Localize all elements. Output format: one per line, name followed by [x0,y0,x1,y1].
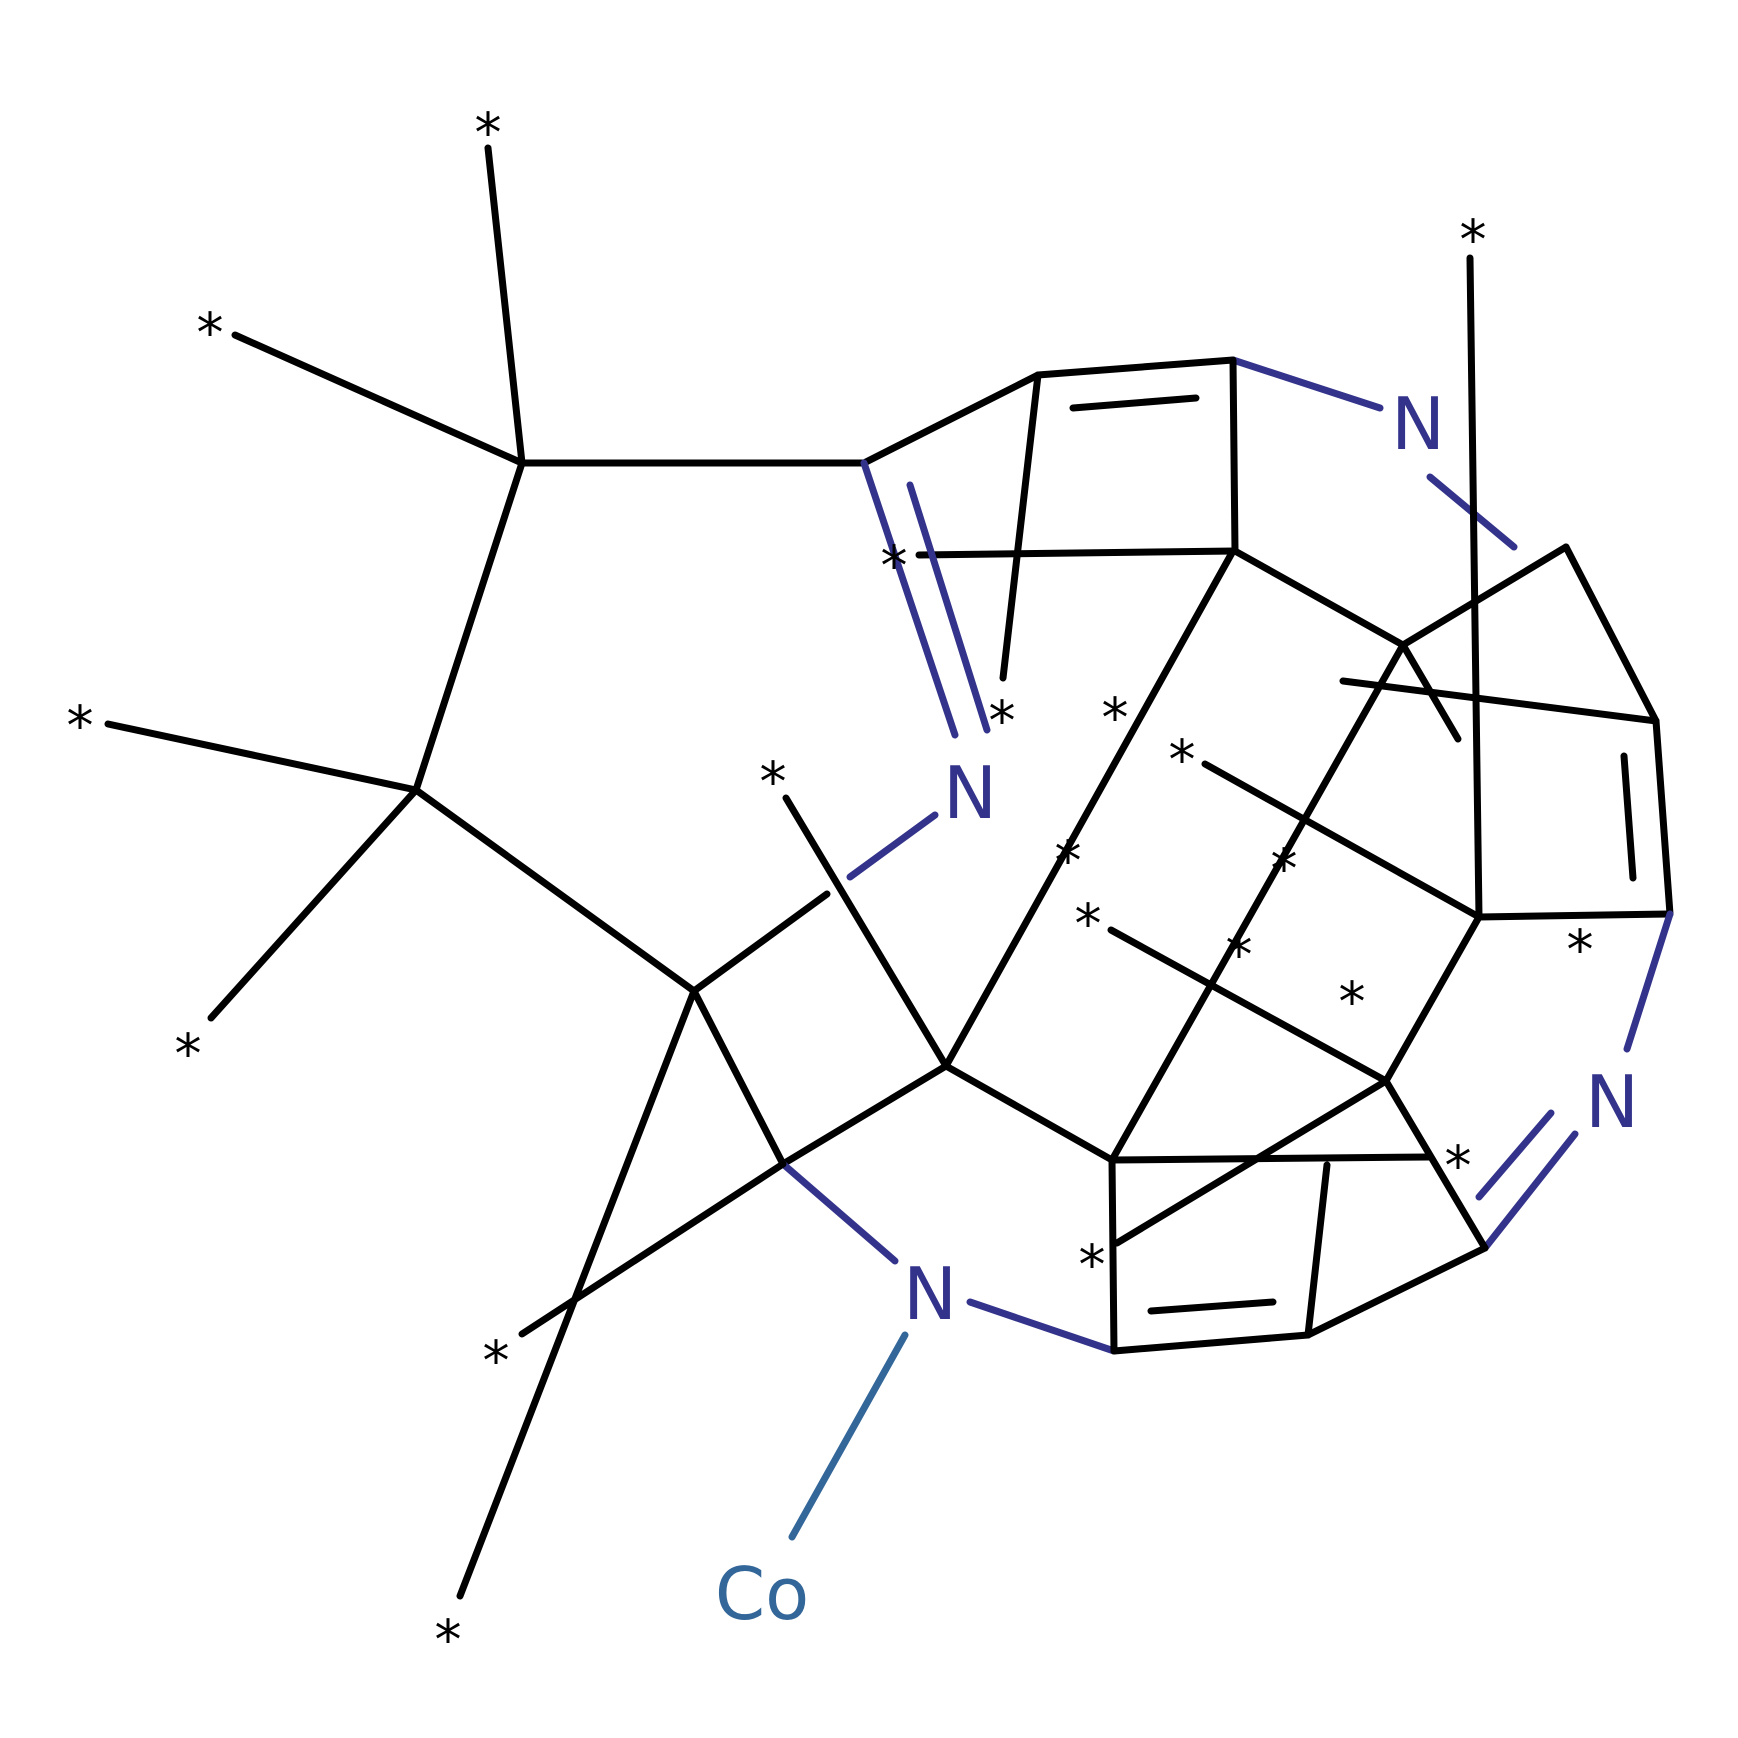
attachment-star: * [1271,838,1298,901]
attachment-star: * [483,1330,510,1393]
attachment-star: * [1339,971,1366,1034]
bond-line [1399,641,1462,743]
bond-line [860,371,1042,467]
attachment-star: * [760,751,787,814]
bond-line [1147,1298,1277,1315]
atom-label-layer: N N N N Co [715,382,1639,1636]
bond-line [1481,1130,1579,1252]
bond-line [1201,760,1483,921]
attachment-star: * [197,302,224,365]
bond-line [966,1298,1118,1355]
bond-line [1562,543,1660,725]
bond-line [1108,641,1407,1164]
attachment-star: * [1445,1135,1472,1198]
attachment-star: * [1169,729,1196,792]
nitrogen-atom-1: N [1391,382,1445,466]
bond-line [915,547,1239,559]
bond-line [518,1160,787,1338]
attachment-star: * [1079,1234,1106,1297]
attachment-star: * [67,695,94,758]
bond-line [412,459,526,794]
bond-line [1069,394,1200,412]
bond-line [1623,910,1674,1053]
attachment-star: * [1460,209,1487,272]
bond-line [1652,717,1674,918]
bond-line [1382,1077,1489,1252]
attachment-star: * [175,1023,202,1086]
attachment-star: * [1075,893,1102,956]
nitrogen-atom-2: N [943,751,997,835]
bond-line [1466,254,1483,921]
bond-line [1304,1161,1331,1339]
bond-line [1231,547,1407,649]
bond-line [207,786,420,1022]
bond-line [1382,913,1483,1085]
bond-line [1339,677,1660,725]
bond-line [1399,543,1570,649]
bond-line [846,811,939,881]
bond-line [1107,926,1390,1085]
bond-line [1108,1153,1433,1164]
bond-line [1108,1156,1118,1355]
attachment-star: * [475,102,502,165]
bond-line [999,371,1042,682]
bond-line [1229,356,1384,412]
bond-line [779,1062,950,1168]
bond-line [1475,910,1674,921]
cobalt-atom: Co [715,1552,809,1636]
bond-line [456,987,698,1600]
bond-line [788,1331,909,1541]
bond-line [1034,356,1237,379]
attachment-point-layer: ******************** [67,102,1594,1672]
bond-line [1304,1244,1489,1339]
attachment-star: * [1226,924,1253,987]
bond-line [942,547,1237,1070]
attachment-star: * [1055,830,1082,893]
bond-line [412,786,698,995]
bond-line [1229,356,1239,555]
bond-line [104,720,420,794]
bond-line [690,890,831,995]
nitrogen-atom-4: N [903,1252,957,1336]
attachment-star: * [881,535,908,598]
attachment-star: * [1567,919,1594,982]
bond-line [1620,752,1637,882]
bond-line [690,987,787,1168]
bond-line [906,481,991,734]
bond-line [231,331,526,467]
attachment-star: * [989,690,1016,753]
bond-layer [104,144,1674,1600]
bond-line [1475,1109,1555,1201]
bond-line [860,459,959,739]
attachment-star: * [435,1609,462,1672]
bond-line [779,1160,899,1265]
nitrogen-atom-3: N [1585,1060,1639,1144]
bond-line [942,1062,1116,1164]
bond-line [782,794,950,1070]
bond-line [1110,1331,1312,1355]
bond-line [484,144,526,467]
attachment-star: * [1102,687,1129,750]
